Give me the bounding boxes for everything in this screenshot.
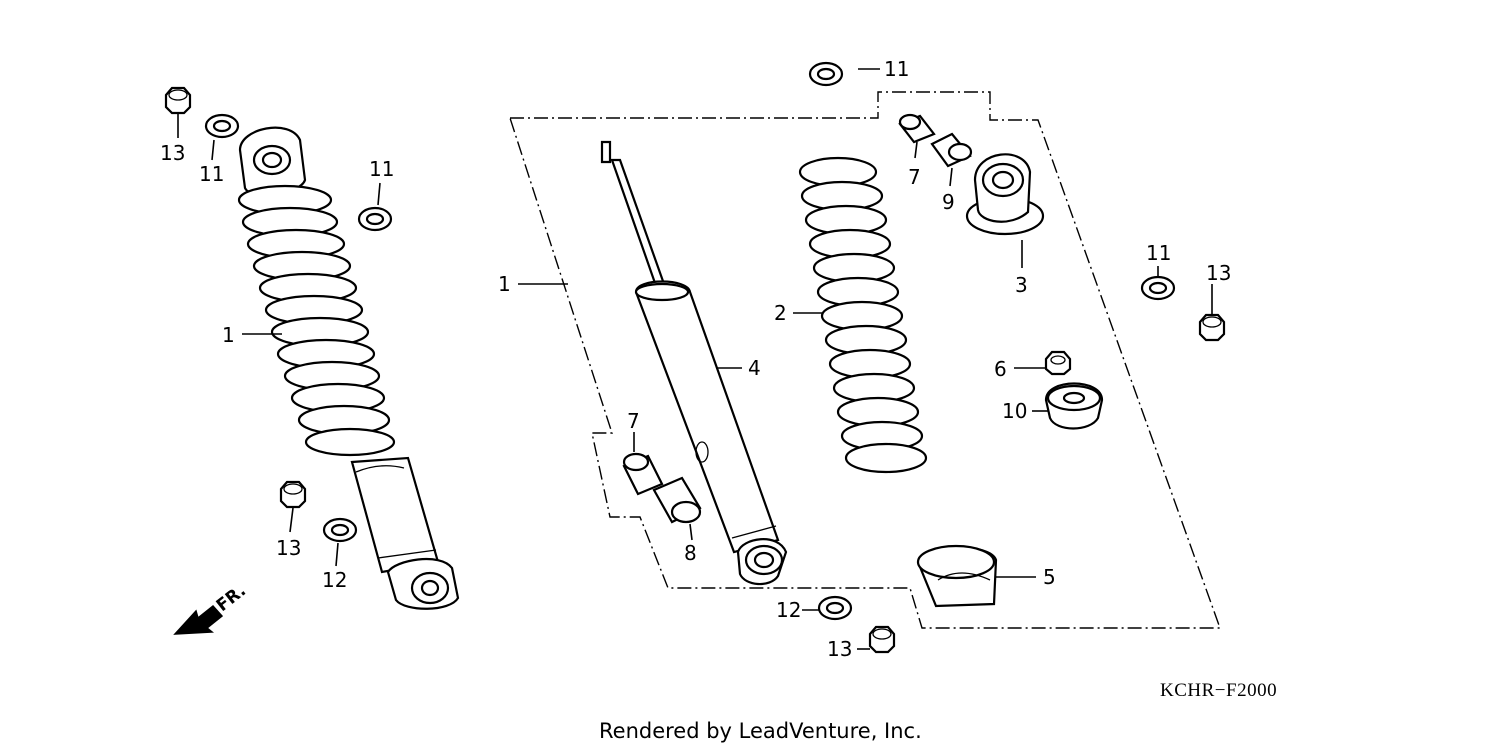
label-spring: 2 — [774, 301, 787, 325]
label-rubber-10: 10 — [1002, 399, 1027, 423]
washer-11-left-a — [204, 113, 240, 139]
label-upper-joint: 3 — [1015, 273, 1028, 297]
label-collar-7-lower: 7 — [627, 409, 640, 433]
label-shock-assembly-group: 1 — [498, 272, 511, 296]
label-nut-13-right: 13 — [1206, 261, 1231, 285]
front-direction-label: FR. — [213, 581, 250, 616]
bushing-9 — [930, 132, 973, 168]
collar-7-lower — [622, 452, 664, 496]
label-washer-11-left-b: 11 — [369, 157, 394, 181]
label-bushing-8: 8 — [684, 541, 697, 565]
label-washer-12-bottom: 12 — [776, 598, 801, 622]
nut-13-right — [1198, 313, 1226, 342]
footer-credit: Rendered by LeadVenture, Inc. — [599, 719, 922, 743]
bushing-8 — [652, 476, 702, 524]
nut-13-bottom — [868, 625, 896, 654]
upper-joint-3 — [965, 153, 1045, 236]
label-nut-13-topleft: 13 — [160, 141, 185, 165]
label-washer-11-top: 11 — [884, 57, 909, 81]
label-bushing-9: 9 — [942, 190, 955, 214]
nut-13-left — [279, 480, 307, 509]
label-nut-13-bottom: 13 — [827, 637, 852, 661]
nut-6 — [1044, 350, 1072, 376]
label-nut-13-left: 13 — [276, 536, 301, 560]
leader-lines — [177, 68, 1213, 650]
label-washer-11-left-a: 11 — [199, 162, 224, 186]
label-lower-seat: 5 — [1043, 565, 1056, 589]
nut-13-topleft — [164, 86, 192, 115]
spring — [798, 156, 928, 474]
shock-absorber-left — [237, 126, 460, 610]
lower-seat-5 — [916, 544, 998, 608]
label-nut-6: 6 — [994, 357, 1007, 381]
rubber-10 — [1044, 382, 1104, 430]
washer-11-right — [1140, 275, 1176, 301]
washer-11-top — [808, 61, 844, 87]
front-direction-arrow: FR. — [173, 581, 250, 635]
label-washer-11-right: 11 — [1146, 241, 1171, 265]
label-damper: 4 — [748, 356, 761, 380]
label-washer-12-left: 12 — [322, 568, 347, 592]
washer-11-left-b — [357, 206, 393, 232]
washer-12-left — [322, 517, 358, 543]
damper-rod — [600, 140, 788, 586]
label-shock-assembly-left: 1 — [222, 323, 235, 347]
label-collar-7-upper: 7 — [908, 165, 921, 189]
collar-7-upper — [898, 113, 936, 144]
diagram-code: KCHR−F2000 — [1160, 680, 1277, 701]
assembly-group-outline — [509, 91, 1221, 629]
washer-12-bottom — [817, 595, 853, 621]
